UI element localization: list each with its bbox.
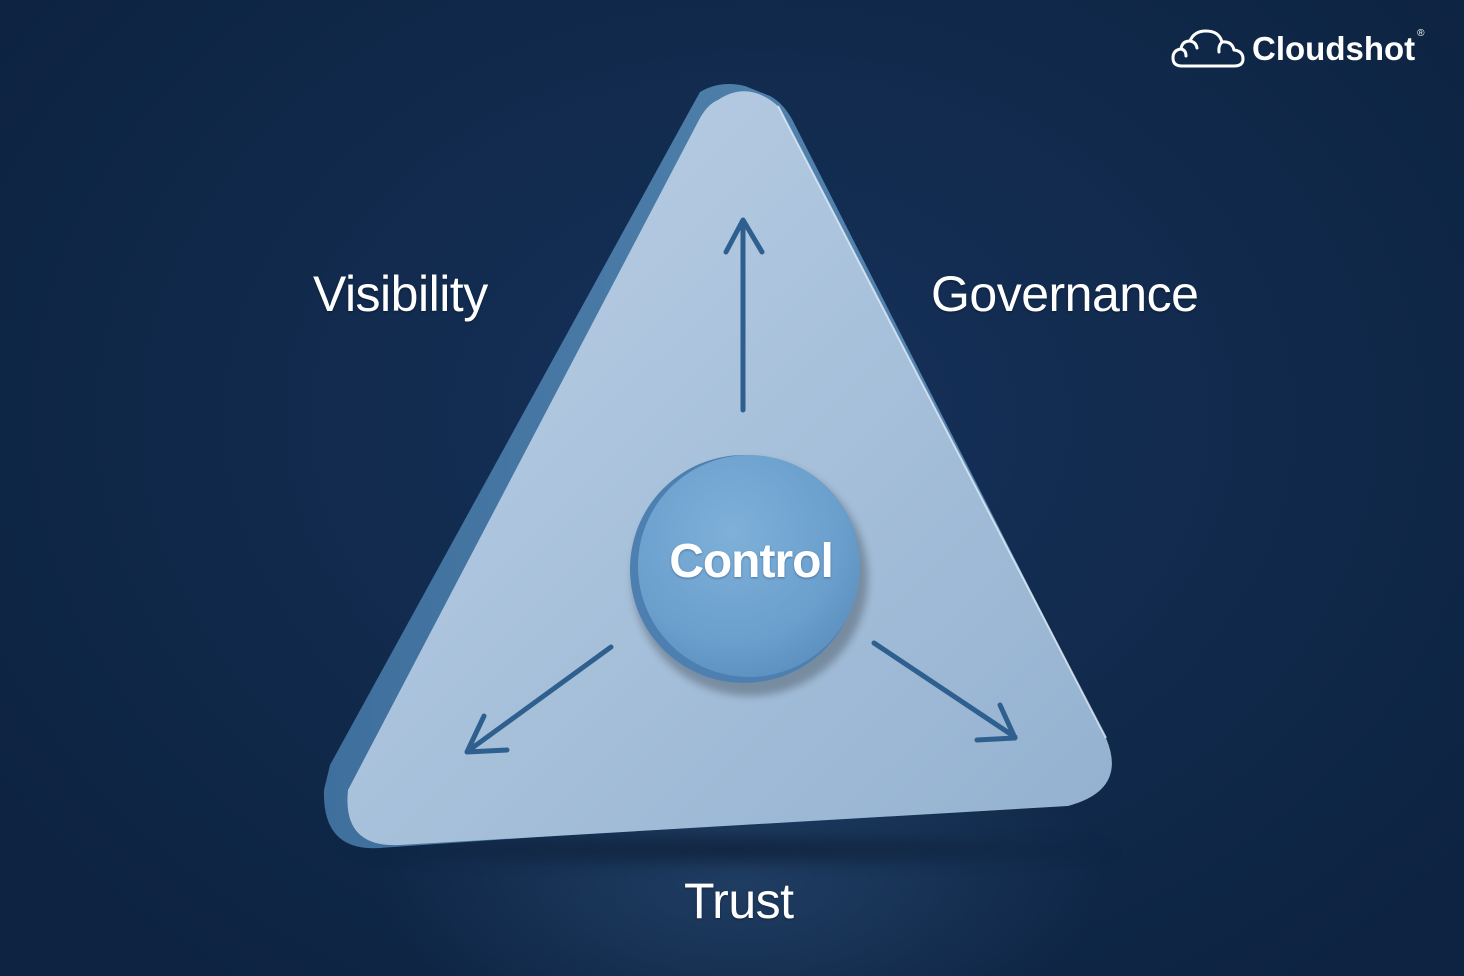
arrow-down-left-icon (464, 644, 614, 755)
registered-mark: ® (1417, 28, 1425, 39)
brand-logo: Cloudshot ® (1170, 26, 1425, 70)
center-label-control: Control (669, 535, 834, 588)
arrow-up-icon (723, 217, 765, 413)
label-trust: Trust (684, 873, 794, 929)
label-governance: Governance (931, 266, 1199, 322)
label-visibility: Visibility (313, 266, 488, 322)
cloud-outline-icon (1171, 29, 1245, 68)
arrow-down-right-icon (871, 640, 1018, 743)
brand-name: Cloudshot (1252, 29, 1416, 67)
control-disc (630, 455, 868, 696)
